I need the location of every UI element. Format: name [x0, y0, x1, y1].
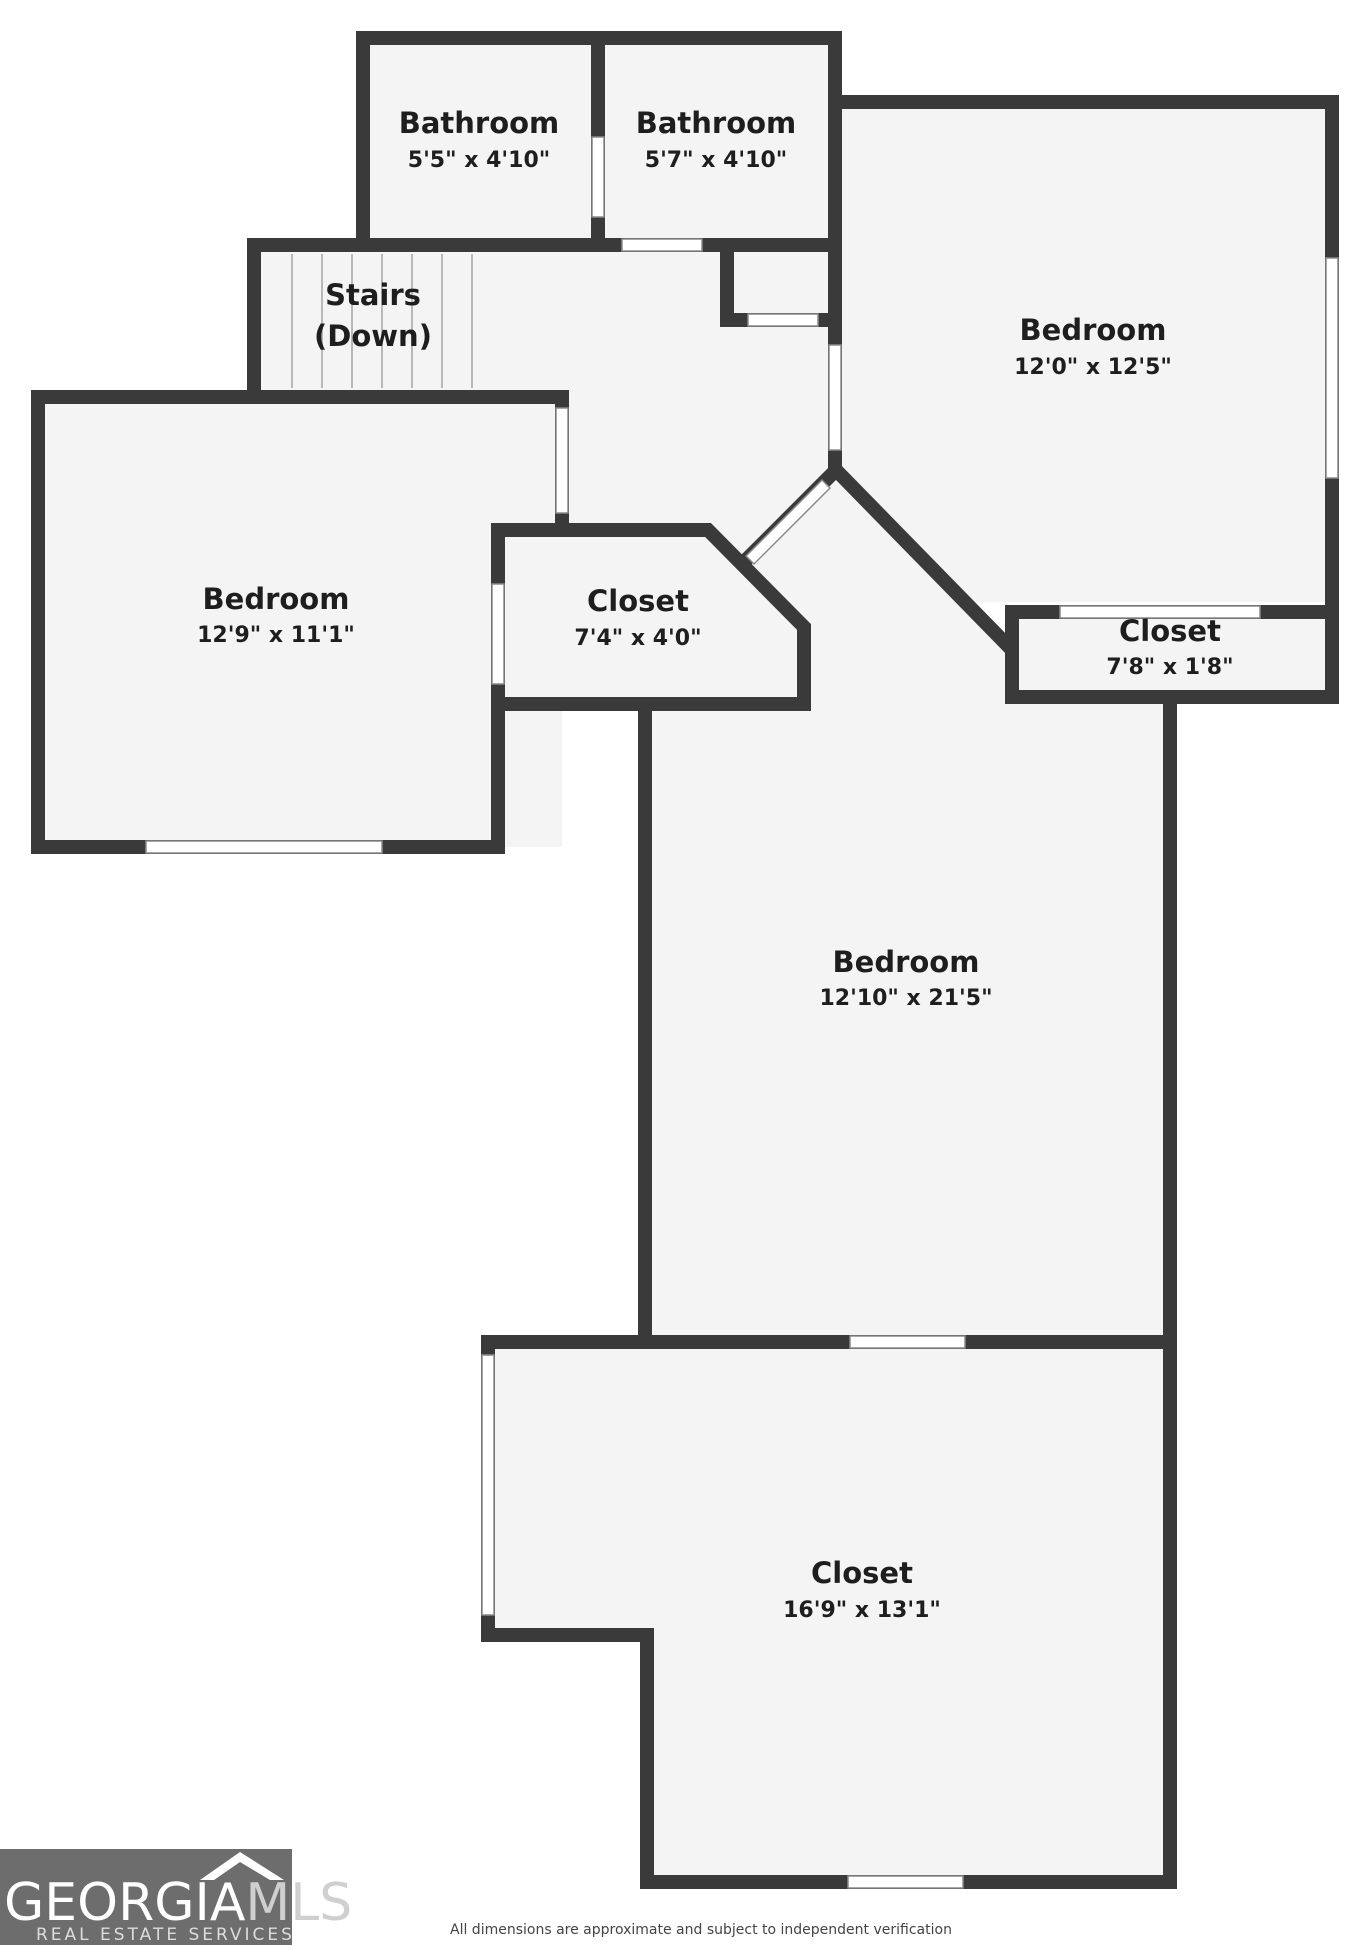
room-dimensions: 12'10" x 21'5": [819, 986, 992, 1011]
room-label-bathroom-2: Bathroom 5'7" x 4'10": [636, 106, 797, 173]
room-label-closet-center: Closet 7'4" x 4'0": [574, 584, 701, 651]
room-dimensions: 7'4" x 4'0": [574, 626, 701, 651]
room-dimensions: 12'9" x 11'1": [197, 623, 355, 648]
room-label-bedroom-ne: Bedroom 12'0" x 12'5": [1014, 313, 1172, 380]
stairs-treads: [291, 254, 473, 388]
logo-accent-text: MLS: [245, 1873, 352, 1933]
room-label-closet-south: Closet 16'9" x 13'1": [783, 1556, 941, 1623]
room-label-bathroom-1: Bathroom 5'5" x 4'10": [399, 106, 560, 173]
openings: [145, 136, 1339, 1889]
room-name: Closet: [811, 1556, 913, 1590]
disclaimer-text: All dimensions are approximate and subje…: [450, 1922, 952, 1938]
room-dimensions: 7'8" x 1'8": [1106, 655, 1233, 680]
room-label-bedroom-w: Bedroom 12'9" x 11'1": [197, 582, 355, 648]
room-dimensions: 16'9" x 13'1": [783, 1598, 941, 1623]
room-name: Bedroom: [1020, 313, 1167, 347]
room-label-stairs: Stairs (Down): [314, 278, 432, 353]
georgia-mls-logo: GEORGIAMLS REAL ESTATE SERVICES: [0, 1849, 352, 1945]
room-label-closet-east: Closet 7'8" x 1'8": [1106, 614, 1233, 680]
room-name: Closet: [587, 584, 689, 618]
room-name: Bathroom: [399, 106, 560, 140]
logo-subtitle: REAL ESTATE SERVICES: [36, 1925, 295, 1945]
room-name: Closet: [1119, 614, 1221, 648]
logo-wordmark: GEORGIAMLS: [4, 1873, 352, 1933]
room-label-bedroom-center: Bedroom 12'10" x 21'5": [819, 945, 992, 1011]
room-dimensions: 5'5" x 4'10": [408, 148, 550, 173]
room-name: Bedroom: [203, 582, 350, 616]
room-dimensions: 12'0" x 12'5": [1014, 355, 1172, 380]
room-dimensions: 5'7" x 4'10": [645, 148, 787, 173]
room-name: Bedroom: [833, 945, 980, 979]
room-name: Bathroom: [636, 106, 797, 140]
room-name-line-2: (Down): [314, 319, 432, 353]
roof-icon: [200, 1852, 284, 1880]
room-name: Stairs: [325, 278, 421, 312]
logo-main-text: GEORGIA: [4, 1873, 246, 1933]
